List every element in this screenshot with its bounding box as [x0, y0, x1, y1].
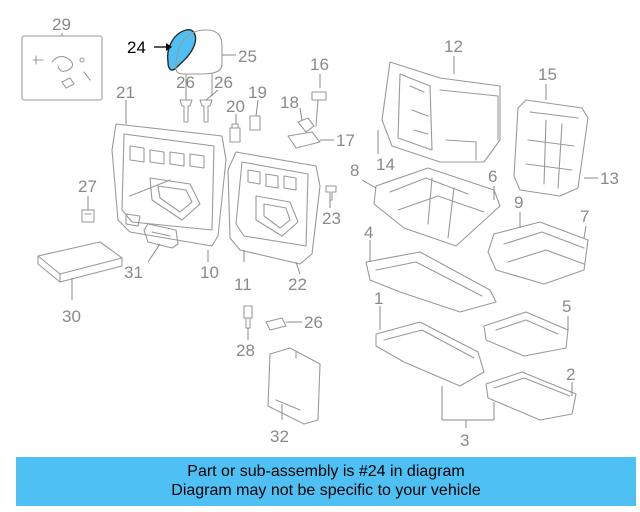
part-3-leaders [441, 386, 495, 428]
part-1-base-frame [375, 321, 485, 387]
callout-1: 1 [374, 289, 383, 308]
part-23-clip [325, 185, 337, 201]
callout-29: 28 [236, 341, 255, 360]
callout-16: 16 [310, 55, 329, 74]
part-29-fastener [243, 305, 253, 329]
part-27-bolt [265, 317, 301, 331]
callout-24: 24 [127, 38, 146, 57]
callout-18: 18 [280, 93, 299, 112]
part-8-6-seat-cushion [373, 167, 501, 247]
callout-33: 32 [270, 427, 289, 446]
callout-9: 9 [514, 193, 523, 212]
callout-28: 27 [78, 177, 97, 196]
part-32-bracket [143, 223, 179, 249]
part-5-frame [483, 311, 569, 357]
callout-17: 17 [336, 131, 355, 150]
part-31-pad [37, 241, 123, 283]
part-26-headrest-guides [179, 99, 213, 123]
banner-line-2: Diagram may not be specific to your vehi… [171, 482, 481, 499]
callout-32: 31 [124, 263, 143, 282]
part-24-shape [166, 29, 197, 71]
callout-labels: 29 24 25 26 26 21 20 19 16 18 17 27 23 3… [52, 15, 619, 450]
part-24-headrest-cover [166, 29, 197, 71]
part-16-latch-cable [311, 91, 327, 127]
banner-line-1: Part or sub-assembly is #24 in diagram [187, 463, 465, 480]
callout-3: 3 [460, 431, 469, 450]
callout-11: 11 [234, 275, 252, 294]
callout-4: 4 [364, 223, 373, 242]
part-12-seatback-cushion [381, 61, 501, 163]
part-20-clip [229, 123, 241, 143]
callout-25: 25 [238, 47, 257, 66]
callout-27: 26 [304, 313, 323, 332]
info-banner: Part or sub-assembly is #24 in diagram D… [16, 457, 636, 506]
callout-26-right: 26 [214, 73, 233, 92]
part-18-latch [297, 117, 315, 133]
part-4-seat-frame [365, 251, 497, 313]
callout-12: 12 [444, 37, 463, 56]
callout-23: 23 [322, 209, 341, 228]
part-28-clip [81, 209, 95, 223]
part-21-10-seatback-frame [111, 123, 227, 247]
callout-15: 15 [538, 65, 557, 84]
callout-5: 5 [562, 297, 571, 316]
callout-2: 2 [566, 365, 575, 384]
callout-8: 8 [350, 161, 359, 180]
part-2-base-frame-right [485, 371, 577, 421]
part-17-latch-base [287, 131, 321, 149]
part-15-seatback-right [513, 99, 589, 197]
callout-19: 19 [248, 83, 267, 102]
part-11-22-seatback-frame-right [227, 151, 321, 265]
callout-6: 6 [488, 167, 497, 186]
part-30-hardware-kit [21, 35, 103, 101]
callout-30: 29 [52, 15, 71, 34]
callout-26-left: 26 [176, 73, 195, 92]
part-9-7-seat-cushion-right [487, 221, 589, 285]
callout-14: 14 [376, 155, 395, 174]
callout-13: 13 [600, 169, 619, 188]
callout-7: 7 [580, 207, 589, 226]
part-33-trim-panel [267, 347, 321, 425]
callout-10: 10 [200, 263, 219, 282]
callout-22: 22 [288, 275, 307, 294]
callout-21: 21 [116, 83, 135, 102]
callout-31: 30 [62, 307, 81, 326]
part-19-clip [249, 115, 261, 131]
callout-20: 20 [226, 97, 245, 116]
